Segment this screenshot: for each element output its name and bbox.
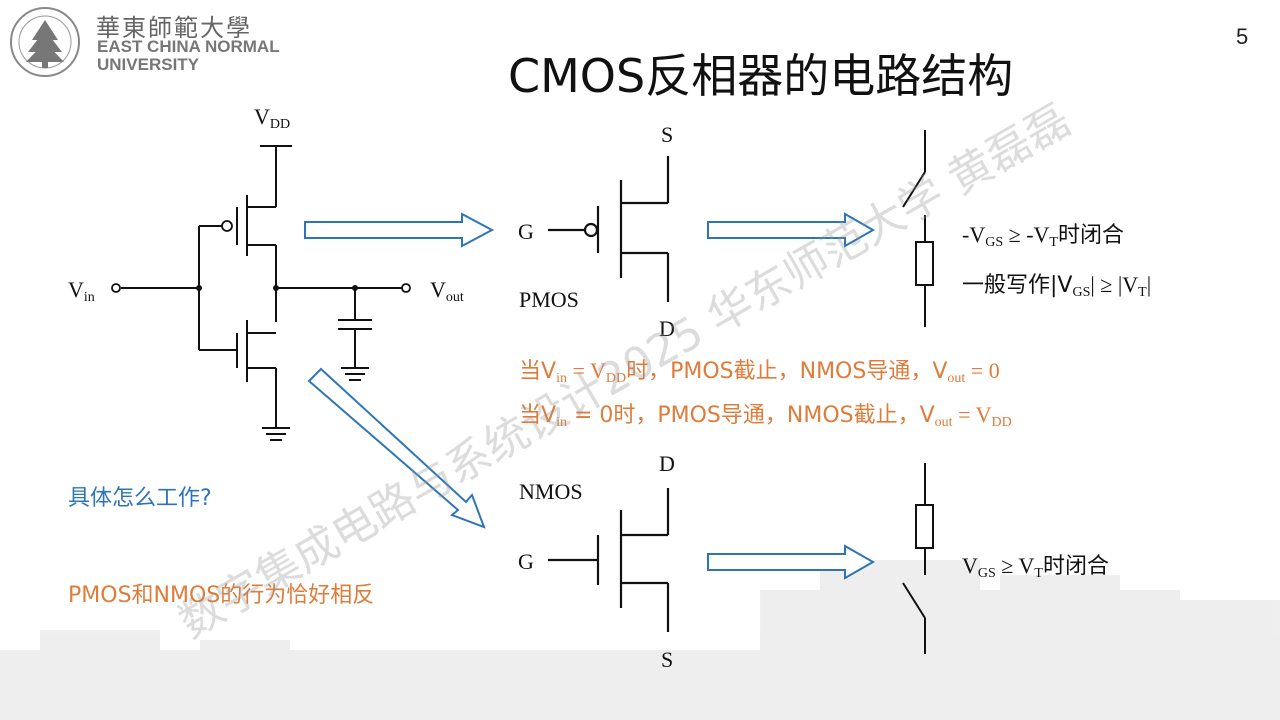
logo-chinese-name: 華東師範大學 bbox=[96, 14, 252, 42]
nmos-drain-label: D bbox=[659, 451, 675, 476]
question-text: 具体怎么工作? bbox=[68, 486, 212, 511]
note-vin-high: 当Vin = VDD时，PMOS截止，NMOS导通，Vout = 0 bbox=[519, 358, 1000, 386]
pmos-name-label: PMOS bbox=[519, 287, 579, 312]
nmos-source-label: S bbox=[661, 647, 674, 672]
university-logo-emblem bbox=[10, 7, 80, 77]
page-number: 5 bbox=[1236, 24, 1249, 49]
vdd-label: VDD bbox=[254, 104, 291, 132]
slide-title: CMOS反相器的电路结构 bbox=[508, 49, 1014, 103]
pmos-source-label: S bbox=[661, 122, 674, 147]
nmos-name-label: NMOS bbox=[519, 479, 583, 504]
logo-english-line-1: EAST CHINA NORMAL bbox=[97, 37, 280, 56]
pmos-close-condition: -VGS ≥ -VT时闭合 bbox=[962, 222, 1124, 250]
nmos-close-condition: VGS ≥ VT时闭合 bbox=[962, 553, 1109, 581]
pmos-drain-label: D bbox=[659, 316, 675, 341]
note-vin-low: 当Vin = 0时，PMOS导通，NMOS截止，Vout = VDD bbox=[519, 402, 1012, 430]
nmos-gate-label: G bbox=[518, 549, 534, 574]
vout-label: Vout bbox=[430, 277, 464, 305]
logo-english-line-2: UNIVERSITY bbox=[97, 55, 200, 74]
summary-text: PMOS和NMOS的行为恰好相反 bbox=[68, 583, 375, 608]
vin-label: Vin bbox=[68, 277, 95, 305]
pmos-gate-label: G bbox=[518, 219, 534, 244]
pmos-general-condition: 一般写作|VGS| ≥ |VT| bbox=[962, 272, 1152, 300]
